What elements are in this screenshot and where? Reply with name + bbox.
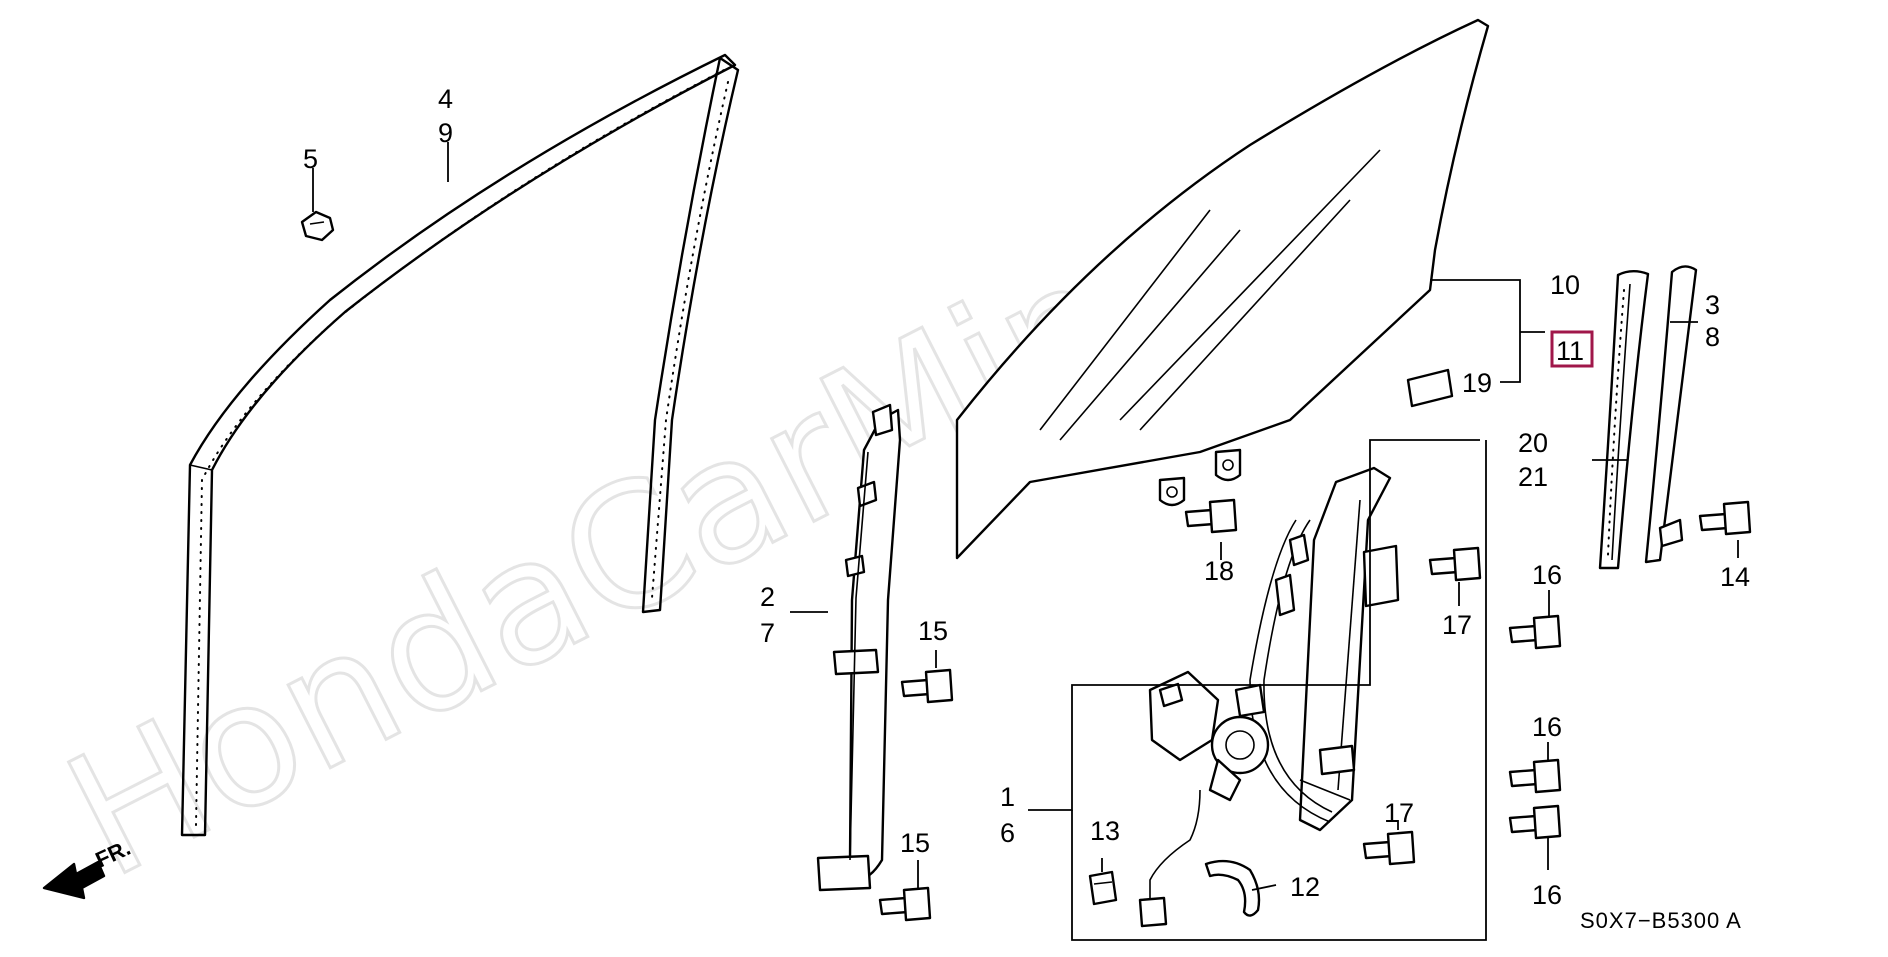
callout-16-c: 16 <box>1532 880 1562 910</box>
front-channel-part-2-7[interactable] <box>816 403 902 892</box>
callout-13: 13 <box>1090 816 1120 846</box>
callout-3: 3 <box>1705 290 1720 320</box>
callout-16-b: 16 <box>1532 712 1562 742</box>
callout-7: 7 <box>760 618 775 648</box>
bolt-part-17-lower[interactable] <box>1362 830 1416 866</box>
highlight-box-11 <box>1550 330 1594 368</box>
callout-10: 10 <box>1550 270 1580 300</box>
rear-sash-part-3-8[interactable] <box>1644 265 1698 564</box>
callout-labels: 4 9 5 10 11 19 3 8 20 21 2 7 15 15 18 17… <box>303 84 1750 910</box>
callout-20: 20 <box>1518 428 1548 458</box>
bolt-part-18[interactable] <box>1184 498 1238 534</box>
callout-17-lower: 17 <box>1384 798 1414 828</box>
leader-lines <box>312 142 1739 941</box>
bolt-part-15-upper[interactable] <box>900 668 954 704</box>
callout-15-lower: 15 <box>900 828 930 858</box>
window-regulator-part-1-6[interactable] <box>1138 466 1400 928</box>
callout-16-a: 16 <box>1532 560 1562 590</box>
bolt-part-16-c[interactable] <box>1508 804 1562 840</box>
callout-6: 6 <box>1000 818 1015 848</box>
callout-5: 5 <box>303 144 318 174</box>
callout-4: 4 <box>438 84 453 114</box>
callout-1: 1 <box>1000 782 1015 812</box>
clamp-part-12[interactable] <box>1204 859 1261 917</box>
callout-19: 19 <box>1462 368 1492 398</box>
callout-9: 9 <box>438 118 453 148</box>
callout-14: 14 <box>1720 562 1750 592</box>
callout-11: 11 <box>1556 336 1584 366</box>
rear-channel-part-20-21[interactable] <box>1598 270 1650 570</box>
run-channel-part-4-9[interactable] <box>180 53 740 837</box>
door-glass-part-10-11[interactable] <box>955 18 1490 560</box>
bolt-part-16-b[interactable] <box>1508 758 1562 794</box>
callout-15-upper: 15 <box>918 616 948 646</box>
callout-8: 8 <box>1705 322 1720 352</box>
bolt-part-14[interactable] <box>1698 500 1752 536</box>
clip-part-5[interactable] <box>300 210 335 242</box>
callout-18: 18 <box>1204 556 1234 586</box>
bolt-part-17-upper[interactable] <box>1428 546 1482 582</box>
callout-12: 12 <box>1290 872 1320 902</box>
callout-2: 2 <box>760 582 775 612</box>
glass-label-part-19[interactable] <box>1406 368 1454 408</box>
bolt-part-16-a[interactable] <box>1508 614 1562 650</box>
callout-17-upper: 17 <box>1442 610 1472 640</box>
diagram-code: S0X7−B5300 A <box>1580 908 1742 933</box>
callout-21: 21 <box>1518 462 1548 492</box>
connector-part-13[interactable] <box>1088 870 1118 906</box>
bolt-part-15-lower[interactable] <box>878 886 932 922</box>
